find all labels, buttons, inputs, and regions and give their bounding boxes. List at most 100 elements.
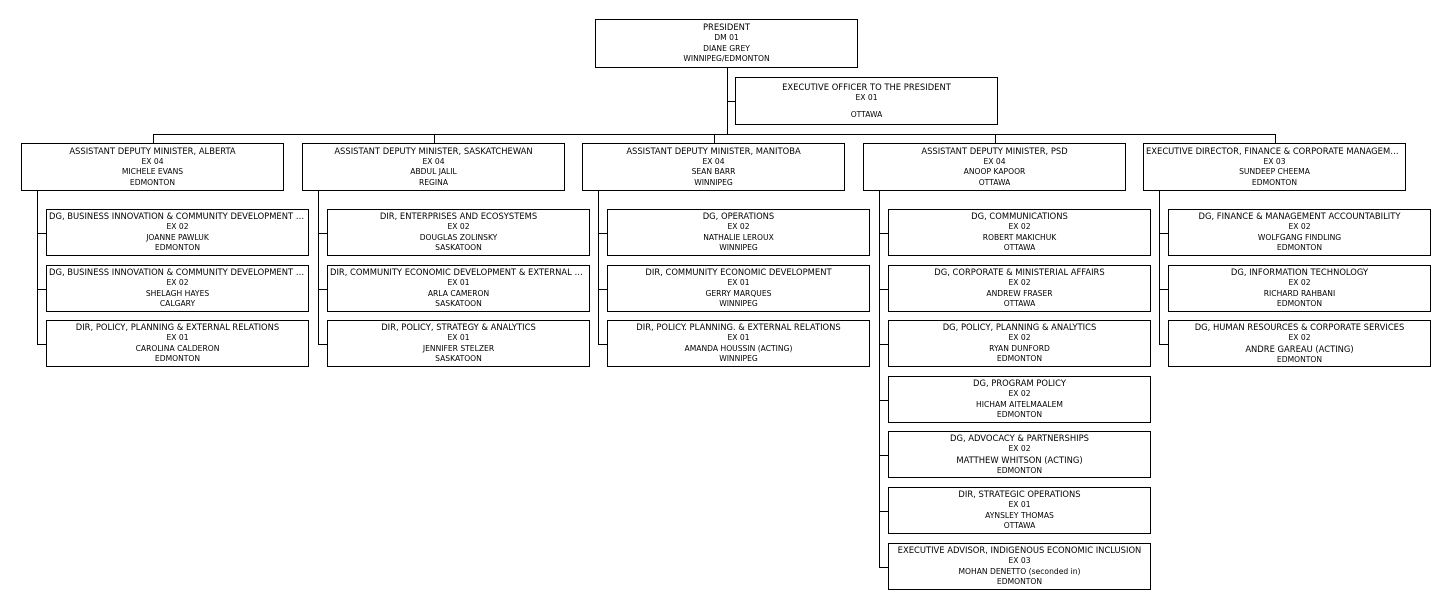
report-box-2-2[interactable]: DIR, POLICY. PLANNING. & EXTERNAL RELATI… — [607, 320, 870, 367]
incumbent-name: JOANNE PAWLUK — [146, 232, 209, 242]
position-location: EDMONTON — [996, 410, 1043, 420]
position-location: SASKATOON — [435, 243, 482, 253]
incumbent-name: AYNSLEY THOMAS — [985, 510, 1054, 520]
branch-drop-connector-3 — [994, 134, 996, 143]
position-title: ASSISTANT DEPUTY MINISTER, SASKATCHEWAN — [334, 145, 533, 156]
position-title: DG, OPERATIONS — [702, 211, 775, 222]
report-connector-4-1 — [1159, 288, 1168, 290]
incumbent-name: SEAN BARR — [691, 167, 736, 177]
report-box-0-0[interactable]: DG, BUSINESS INNOVATION & COMMUNITY DEVE… — [46, 209, 309, 256]
position-location: OTTAWA — [1003, 521, 1036, 531]
branch-drop-connector-1 — [433, 134, 435, 143]
position-location: WINNIPEG — [719, 354, 758, 364]
position-location: EDMONTON — [1276, 243, 1323, 253]
position-title: DG, POLICY, PLANNING & ANALYTICS — [942, 322, 1097, 333]
incumbent-name: SHELAGH HAYES — [145, 288, 210, 298]
position-level: EX 02 — [727, 222, 750, 232]
position-level: EX 02 — [1008, 333, 1031, 343]
position-title: DIR, ENTERPRISES AND ECOSYSTEMS — [379, 211, 538, 222]
branch-head-box-4[interactable]: EXECUTIVE DIRECTOR, FINANCE & CORPORATE … — [1143, 143, 1406, 191]
position-title: DIR, COMMUNITY ECONOMIC DEVELOPMENT & EX… — [330, 267, 587, 278]
position-title: DG, BUSINESS INNOVATION & COMMUNITY DEVE… — [49, 211, 306, 222]
report-connector-0-0 — [37, 232, 46, 234]
position-location: WINNIPEG — [719, 243, 758, 253]
position-title: DG, HUMAN RESOURCES & CORPORATE SERVICES — [1194, 322, 1405, 332]
executive-officer-connector — [727, 101, 735, 102]
position-level: EX 02 — [1008, 389, 1031, 399]
report-connector-2-0 — [598, 232, 607, 234]
position-level: EX 02 — [166, 278, 189, 288]
incumbent-name: ARLA CAMERON — [427, 288, 490, 298]
position-title: DIR, POLICY. PLANNING. & EXTERNAL RELATI… — [636, 322, 841, 333]
report-box-0-2[interactable]: DIR, POLICY, PLANNING & EXTERNAL RELATIO… — [46, 320, 309, 367]
position-location: WINNIPEG/EDMONTON — [683, 54, 770, 64]
report-box-0-1[interactable]: DG, BUSINESS INNOVATION & COMMUNITY DEVE… — [46, 265, 309, 312]
position-level: EX 02 — [1288, 278, 1311, 288]
position-level: EX 04 — [983, 156, 1006, 166]
position-level: EX 02 — [1008, 444, 1031, 453]
position-level: EX 01 — [447, 278, 470, 288]
report-connector-1-0 — [318, 232, 327, 234]
report-connector-3-2 — [879, 343, 888, 345]
position-title: DG, FINANCE & MANAGEMENT ACCOUNTABILITY — [1198, 211, 1401, 222]
incumbent-name: DIANE GREY — [703, 43, 750, 53]
branch-spine-connector-1 — [318, 191, 319, 345]
incumbent-name: DOUGLAS ZOLINSKY — [419, 232, 498, 242]
position-location: CALGARY — [159, 299, 196, 309]
report-connector-2-2 — [598, 343, 607, 345]
position-title: DG, PROGRAM POLICY — [973, 378, 1066, 389]
position-title: DIR, POLICY, PLANNING & EXTERNAL RELATIO… — [75, 322, 280, 333]
report-box-3-6[interactable]: EXECUTIVE ADVISOR, INDIGENOUS ECONOMIC I… — [888, 543, 1151, 590]
position-level: EX 01 — [447, 333, 470, 343]
position-location: EDMONTON — [154, 354, 201, 364]
position-location: SASKATOON — [435, 299, 482, 309]
report-connector-1-2 — [318, 343, 327, 345]
report-connector-4-2 — [1159, 343, 1168, 345]
position-level: EX 02 — [447, 222, 470, 232]
incumbent-name: ANDRE GAREAU (ACTING) — [1245, 343, 1354, 354]
position-level: EX 01 — [166, 333, 189, 343]
report-box-1-1[interactable]: DIR, COMMUNITY ECONOMIC DEVELOPMENT & EX… — [327, 265, 590, 312]
incumbent-name: NATHALIE LEROUX — [703, 232, 774, 242]
position-title: ASSISTANT DEPUTY MINISTER, MANITOBA — [626, 145, 801, 156]
incumbent-name: JENNIFER STELZER — [422, 343, 495, 353]
position-location: OTTAWA — [978, 177, 1011, 187]
report-connector-3-5 — [879, 510, 888, 512]
report-box-4-0[interactable]: DG, FINANCE & MANAGEMENT ACCOUNTABILITY E… — [1168, 209, 1431, 256]
branch-drop-connector-2 — [713, 134, 715, 143]
position-level: EX 02 — [1008, 222, 1031, 232]
branch-spine-connector-4 — [1159, 191, 1160, 345]
position-location: OTTAWA — [1003, 243, 1036, 253]
position-level: EX 01 — [855, 92, 878, 102]
incumbent-name: ANOOP KAPOOR — [963, 167, 1026, 177]
position-location: EDMONTON — [996, 354, 1043, 364]
incumbent-name: RICHARD RAHBANI — [1263, 288, 1336, 298]
position-location: EDMONTON — [1276, 299, 1323, 309]
incumbent-name — [738, 103, 995, 110]
report-box-4-2[interactable]: DG, HUMAN RESOURCES & CORPORATE SERVICES… — [1168, 320, 1431, 367]
report-connector-1-1 — [318, 288, 327, 290]
position-location: EDMONTON — [154, 243, 201, 253]
incumbent-name: ABDUL JALIL — [410, 167, 457, 177]
position-location: OTTAWA — [1003, 299, 1036, 309]
report-connector-2-1 — [598, 288, 607, 290]
incumbent-name: ANDREW FRASER — [986, 288, 1053, 298]
